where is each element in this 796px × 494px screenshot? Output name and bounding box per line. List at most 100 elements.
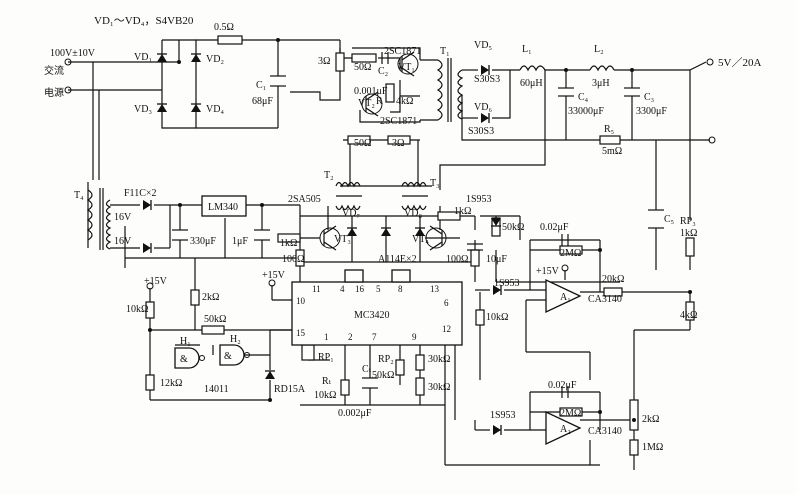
- resistor-12k: [145, 374, 155, 391]
- label-ca3140-top: CA3140: [588, 294, 622, 305]
- text-labels: VD₁～VD₄，S4VB20 0.5Ω 100V±10V 交流 电源 VD₁ V…: [44, 15, 761, 453]
- resistor-100-left: [295, 249, 305, 267]
- label-2sa505: 2SA505: [288, 194, 321, 205]
- zener-rd15a: [264, 370, 276, 380]
- label-pin-7: 7: [372, 332, 377, 342]
- ic-lm340: [201, 195, 247, 217]
- resistor-100-right: [470, 249, 480, 267]
- label-a2: A₂: [560, 424, 571, 435]
- gate-h1: [174, 347, 205, 369]
- label-vd3: VD₃: [134, 104, 152, 115]
- label-l2-val: 3μH: [592, 78, 610, 89]
- label-r20k: 20kΩ: [602, 274, 624, 285]
- label-s30s3-top: S30S3: [474, 74, 500, 85]
- label-r4k-right: 4kΩ: [680, 310, 697, 321]
- label-pin-1: 1: [324, 332, 329, 342]
- resistor-05ohm: [217, 35, 243, 45]
- resistor-1m: [629, 439, 639, 456]
- label-vd2: VD₂: [206, 54, 224, 65]
- label-rt-val: 10kΩ: [314, 390, 336, 401]
- label-c0001: 0.001μF: [354, 86, 388, 97]
- label-pin-2: 2: [348, 332, 353, 342]
- label-vd7: VD₇: [342, 208, 360, 219]
- label-t3: T₃: [430, 178, 440, 189]
- resistor-2k-right: [629, 399, 639, 431]
- label-r50k-right: 50kΩ: [502, 222, 524, 233]
- label-c3: C₃: [644, 92, 654, 103]
- capacitor-002-top: [561, 234, 569, 246]
- resistor-2m-bot: [559, 407, 583, 417]
- label-pin-4: 4: [340, 284, 345, 294]
- label-r10k-left: 10kΩ: [126, 304, 148, 315]
- transformer-t3-bot: [401, 204, 427, 211]
- label-pin-12: 12: [442, 324, 451, 334]
- label-v15-mc: +15V: [262, 270, 286, 281]
- label-t1: T₁: [440, 46, 450, 57]
- label-16v-bot: 16V: [114, 236, 132, 247]
- transistor-vt2: [361, 91, 383, 117]
- resistor-30k-top: [415, 354, 425, 371]
- resistor-1k-left: [277, 233, 301, 243]
- resistor-50ohm-bot: [347, 135, 371, 145]
- label-r4k: 4kΩ: [396, 96, 413, 107]
- opamp-a2: [545, 410, 582, 446]
- capacitor-330: [172, 229, 188, 241]
- label-rd15a: RD15A: [274, 384, 306, 395]
- label-input-voltage: 100V±10V: [50, 48, 96, 59]
- label-ca3140-bot: CA3140: [588, 426, 622, 437]
- ic-mc3420: [291, 281, 463, 346]
- label-r2m-bot: 2MΩ: [560, 408, 581, 419]
- ic-mc3420-notch-left: [344, 269, 364, 283]
- label-vt1: VT₁: [398, 62, 415, 73]
- label-pin-8: 8: [398, 284, 403, 294]
- capacitor-1u: [254, 229, 270, 241]
- label-c1: C₁: [256, 80, 266, 91]
- ic-mc3420-notch-right: [391, 269, 411, 283]
- label-vt3: VT₃: [334, 234, 351, 245]
- label-r100-right: 100Ω: [446, 254, 468, 265]
- diode-fuse-top: [142, 199, 152, 211]
- transistor-vt3: [319, 225, 341, 251]
- transistor-vt1: [397, 51, 419, 77]
- label-r1k-right: 1kΩ: [454, 206, 471, 217]
- transistors: [319, 51, 447, 251]
- capacitor-c1: [270, 75, 286, 87]
- resistor-2k-left: [190, 289, 200, 306]
- diode-vd6: [480, 112, 490, 124]
- transistor-vt4: [425, 225, 447, 251]
- label-pin-11: 11: [312, 284, 321, 294]
- resistor-3ohm: [335, 52, 345, 72]
- label-s30s3-bot: S30S3: [468, 126, 494, 137]
- diode-vd1: [156, 53, 168, 63]
- label-r: R: [376, 96, 383, 107]
- label-r5: R₅: [604, 124, 614, 135]
- resistor-20k: [603, 287, 623, 297]
- label-c1-val: 68μF: [252, 96, 273, 107]
- resistor-30k-bot: [415, 377, 425, 396]
- label-r3ohm-bot: 3Ω: [392, 138, 404, 149]
- label-r10k-mid: 10kΩ: [486, 312, 508, 323]
- potentiometer-rp2: [395, 359, 405, 376]
- resistor-10k-left: [145, 301, 155, 319]
- capacitors: [172, 52, 664, 398]
- transformer-t4-primary: [86, 189, 93, 241]
- capacitor-c4: [558, 87, 574, 97]
- resistor-1k-right: [437, 211, 461, 221]
- label-r30k-bot: 30kΩ: [428, 382, 450, 393]
- label-vd1: VD₁: [134, 52, 152, 63]
- label-fuse: F11C×2: [124, 188, 157, 199]
- magnetics: [86, 58, 615, 250]
- label-vd6: VD₆: [474, 102, 492, 113]
- resistors: [145, 35, 695, 456]
- label-r5-val: 5mΩ: [602, 146, 622, 157]
- label-t4: T₄: [74, 190, 84, 201]
- label-l1: L₁: [522, 44, 532, 55]
- label-ac-1: 交流: [44, 64, 64, 77]
- label-r30k-top: 30kΩ: [428, 354, 450, 365]
- diode-1s953-bot: [492, 424, 502, 436]
- label-v15-a1: +15V: [536, 266, 560, 277]
- capacitor-c2: [381, 52, 389, 64]
- transformer-t1-primary: [436, 59, 443, 121]
- label-v15-left: +15V: [144, 276, 168, 287]
- label-r3ohm: 3Ω: [318, 56, 330, 67]
